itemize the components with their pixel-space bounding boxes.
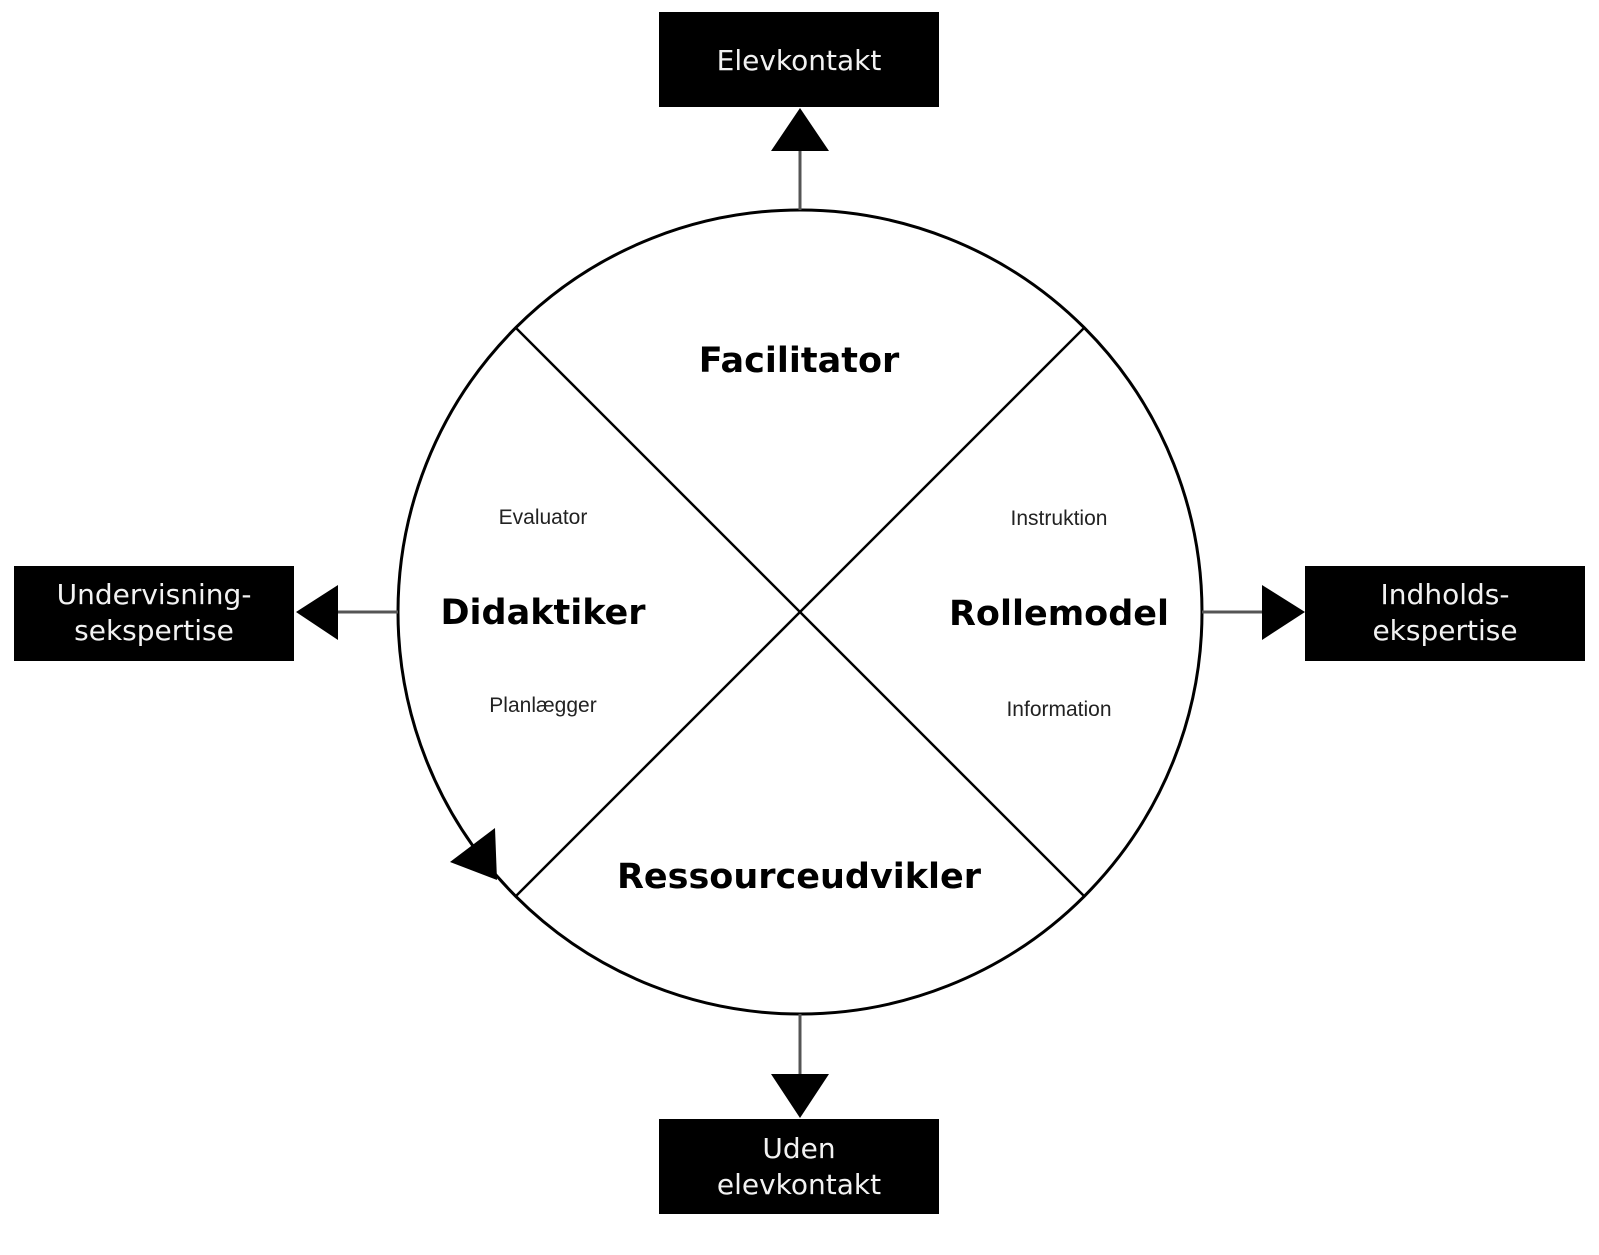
quadrant-facilitator-title: Facilitator: [699, 341, 900, 381]
box-elevkontakt-label: Elevkontakt: [717, 44, 882, 77]
box-indholdsekspertise-line2: ekspertise: [1372, 614, 1517, 647]
quadrant-rollemodel-sub-top: Instruktion: [1011, 507, 1108, 530]
arrow-down-icon: [771, 1074, 829, 1118]
box-indholdsekspertise-line1: Indholds-: [1381, 578, 1510, 611]
quadrant-didaktiker-sub-top: Evaluator: [499, 506, 588, 529]
arrow-right-icon: [1262, 585, 1305, 640]
quadrant-didaktiker-sub-bottom: Planlægger: [489, 694, 596, 717]
quadrant-rollemodel-sub-bottom: Information: [1006, 698, 1111, 721]
quadrant-rollemodel-title: Rollemodel: [949, 594, 1169, 634]
box-undervisningsekspertise: Undervisning- sekspertise: [14, 566, 294, 661]
box-uden-elevkontakt-line2: elevkontakt: [717, 1168, 881, 1201]
box-undervisningsekspertise-line2: sekspertise: [74, 614, 234, 647]
box-elevkontakt: Elevkontakt: [659, 12, 939, 107]
quadrant-didaktiker-title: Didaktiker: [440, 593, 646, 633]
arrow-up-icon: [771, 108, 829, 151]
cycle-arrow-icon: [450, 828, 497, 880]
box-uden-elevkontakt-line1: Uden: [762, 1132, 835, 1165]
box-undervisningsekspertise-line1: Undervisning-: [57, 578, 252, 611]
box-indholdsekspertise: Indholds- ekspertise: [1305, 566, 1585, 661]
divider-diagonal-2: [515, 327, 1085, 897]
quadrant-ressourceudvikler-title: Ressourceudvikler: [617, 857, 982, 897]
arrow-left-icon: [296, 585, 338, 640]
box-uden-elevkontakt: Uden elevkontakt: [659, 1119, 939, 1214]
